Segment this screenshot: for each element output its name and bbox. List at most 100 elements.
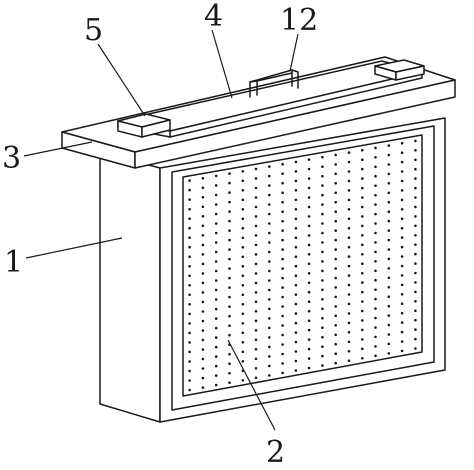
- perforation-dot: [214, 298, 218, 301]
- perforation-dot: [361, 196, 364, 199]
- perforation-dot: [321, 345, 324, 349]
- perforation-dot: [321, 354, 324, 358]
- perforation-dot: [400, 217, 404, 221]
- perforation-dot: [387, 323, 391, 327]
- perforation-dot: [361, 262, 364, 266]
- perforation-dot: [374, 231, 377, 235]
- perforation-dot: [374, 222, 377, 225]
- perforation-dot: [241, 265, 245, 268]
- perforation-dot: [268, 203, 271, 206]
- perforation-dot: [400, 264, 404, 268]
- perforation-dot: [268, 307, 271, 311]
- perforation-dot: [228, 324, 231, 328]
- perforation-dot: [321, 316, 324, 320]
- perforation-dot: [387, 352, 391, 355]
- perforation-dot: [281, 229, 284, 232]
- perforation-dot: [281, 352, 284, 356]
- perforation-dot: [374, 316, 377, 320]
- perforation-dot: [307, 290, 311, 294]
- perforation-dot: [361, 281, 364, 284]
- perforation-dot: [188, 312, 191, 316]
- perforation-dot: [281, 210, 284, 213]
- perforation-dot: [188, 255, 191, 258]
- perforation-dot: [307, 253, 311, 256]
- perforation-dot: [374, 297, 377, 301]
- perforation-dot: [414, 300, 417, 303]
- perforation-dot: [241, 198, 245, 202]
- perforation-dot: [294, 217, 298, 221]
- perforation-dot: [201, 291, 205, 294]
- perforation-dot: [387, 191, 391, 195]
- perforation-dot: [228, 257, 231, 261]
- perforation-dot: [387, 144, 391, 147]
- perforation-dot: [361, 243, 364, 247]
- perforation-dot: [254, 291, 258, 294]
- perforation-dot: [387, 219, 391, 223]
- perforation-dot: [268, 288, 271, 292]
- perforation-dot: [268, 374, 271, 377]
- perforation-dot: [321, 203, 324, 206]
- perforation-dot: [268, 355, 271, 358]
- perforation-dot: [268, 184, 271, 187]
- perforation-dot: [347, 170, 351, 173]
- perforation-dot: [414, 224, 417, 228]
- perforation-dot: [228, 267, 231, 270]
- perforation-dot: [361, 271, 364, 275]
- perforation-dot: [281, 333, 284, 337]
- label-mesh-panel: 2: [266, 435, 285, 470]
- perforation-dot: [374, 250, 377, 254]
- perforation-dot: [414, 347, 417, 350]
- perforation-dot: [321, 212, 324, 216]
- perforation-dot: [414, 167, 417, 171]
- perforation-dot: [268, 298, 271, 301]
- perforation-dot: [188, 388, 191, 392]
- perforation-dot: [228, 191, 231, 194]
- perforation-dot: [254, 215, 258, 218]
- perforation-dot: [201, 234, 205, 237]
- perforation-dot: [254, 234, 258, 237]
- perforation-dot: [347, 227, 351, 230]
- perforation-dot: [294, 170, 298, 173]
- perforation-dot: [281, 162, 284, 166]
- perforation-dot: [188, 236, 191, 239]
- perforation-dot: [387, 153, 391, 157]
- perforation-dot: [214, 241, 218, 244]
- perforation-dot: [281, 305, 284, 308]
- perforation-dot: [188, 198, 191, 201]
- perforation-dot: [334, 172, 338, 176]
- perforation-dot: [268, 241, 271, 244]
- perforation-dot: [201, 224, 205, 228]
- perforation-dot: [321, 222, 324, 225]
- perforation-dot: [347, 217, 351, 221]
- perforation-dot: [347, 264, 351, 268]
- perforation-dot: [214, 336, 218, 339]
- perforation-dot: [307, 300, 311, 304]
- perforation-dot: [201, 186, 205, 190]
- perforation-dot: [214, 374, 218, 377]
- perforation-dot: [374, 288, 377, 292]
- perforation-dot: [188, 179, 191, 182]
- perforation-dot: [334, 267, 338, 270]
- perforation-dot: [374, 203, 377, 206]
- perforation-dot: [347, 179, 351, 183]
- perforation-dot: [188, 284, 191, 287]
- perforation-dot: [387, 276, 391, 280]
- perforation-dot: [201, 262, 205, 266]
- perforation-dot: [361, 167, 364, 171]
- perforation-dot: [254, 376, 258, 380]
- perforation-dot: [334, 238, 338, 242]
- perforation-dot: [334, 200, 338, 204]
- perforation-dot: [361, 319, 364, 322]
- perforation-dot: [214, 184, 218, 187]
- perforation-dot: [334, 248, 338, 251]
- perforation-dot: [347, 198, 351, 202]
- perforation-dot: [387, 333, 391, 336]
- perforation-dot: [268, 317, 271, 320]
- perforation-dot: [374, 260, 377, 263]
- perforation-dot: [361, 215, 364, 218]
- perforation-dot: [400, 349, 404, 353]
- perforation-dot: [347, 208, 351, 211]
- perforation-dot: [414, 234, 417, 237]
- perforation-dot: [241, 331, 245, 335]
- perforation-dot: [321, 250, 324, 254]
